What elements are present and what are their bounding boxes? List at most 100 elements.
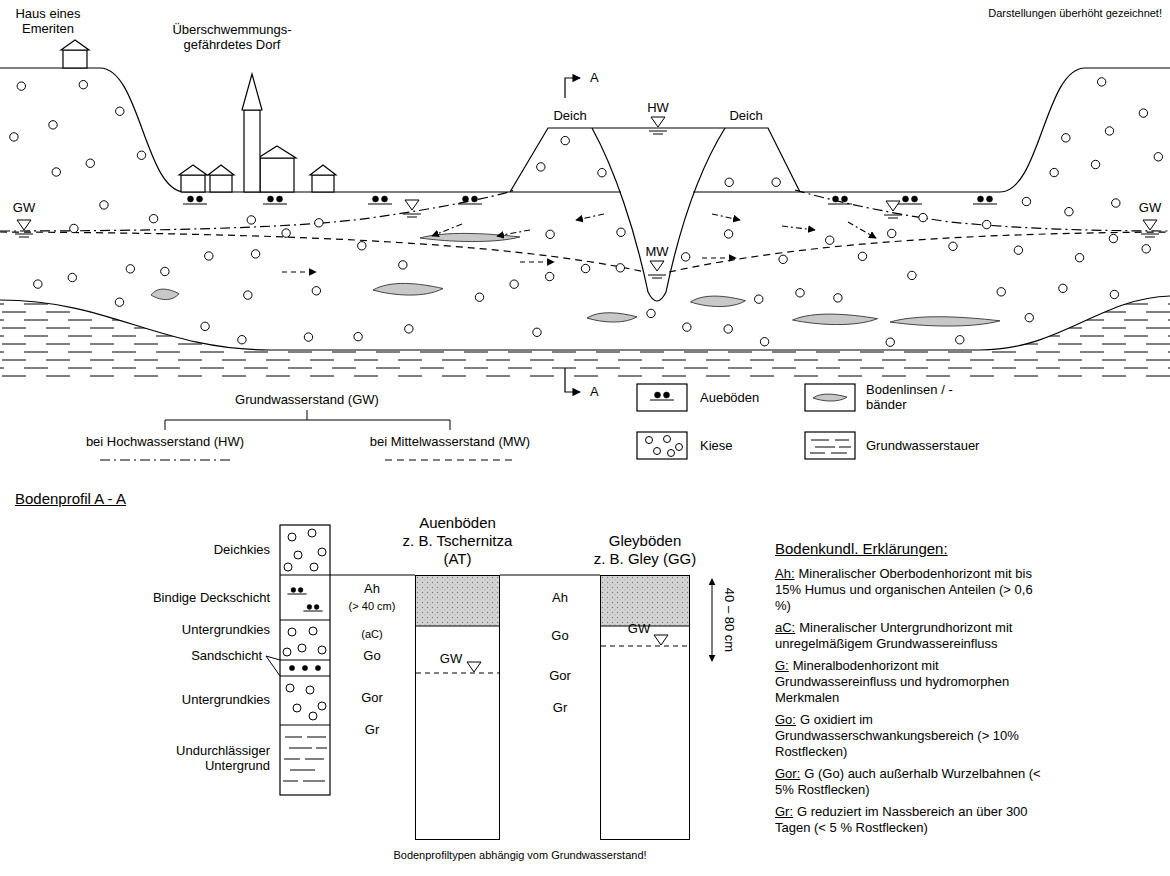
aquitard-hatch-line: [882, 328, 906, 329]
profile-layer-boundary: [280, 725, 330, 726]
aquitard-hatch-line: [310, 312, 334, 313]
gravel-circle: [286, 684, 294, 692]
gravel-circle: [1154, 153, 1162, 161]
gravel-circle: [306, 686, 314, 694]
gravel-circle: [772, 178, 780, 186]
soil-dot: [463, 196, 469, 202]
depth-dimension: 40 – 80 cm: [722, 588, 737, 652]
section-line-marker: [565, 78, 580, 98]
profile-layer-boundary: [280, 575, 330, 576]
aquitard-hatch-line: [307, 737, 326, 738]
aquitard-hatch-line: [508, 304, 532, 305]
aquitard-hatch-line: [1058, 376, 1082, 377]
aquitard-hatch-line: [728, 320, 752, 321]
gravel-circle: [1091, 160, 1099, 168]
soil-dot: [987, 196, 993, 202]
aquitard-hatch-line: [288, 304, 312, 305]
aquitard-hatch-line: [1146, 376, 1170, 377]
soil-symbol-line: [263, 204, 287, 205]
aquitard-hatch-line: [508, 336, 532, 337]
layer-label: Untergrundkies: [182, 622, 270, 637]
aquitard-hatch-line: [1146, 360, 1170, 361]
aquitard-hatch-line: [486, 328, 510, 329]
aquitard-hatch-line: [1102, 360, 1126, 361]
gravel-circle: [724, 325, 732, 333]
aquitard-hatch-line: [970, 312, 994, 313]
gravel-circle: [956, 336, 964, 344]
soil-profile-box: Auenbödenz. B. Tschernitza (AT)GW: [415, 575, 500, 840]
soil-symbol-line: [828, 204, 852, 205]
aquitard-hatch-line: [68, 320, 92, 321]
soil-lens: [151, 289, 179, 299]
floodplain-soil-symbol: [898, 196, 922, 204]
aquitard-hatch-line: [706, 376, 730, 377]
legend-label: Aueböden: [700, 390, 759, 405]
aquitard-hatch-line: [618, 344, 642, 345]
gravel-circle: [683, 323, 691, 331]
aquitard-hatch-line: [552, 368, 576, 369]
gravel-circle: [309, 627, 317, 635]
gravel-circle: [68, 273, 76, 281]
soil-dot: [842, 196, 848, 202]
gravel-circle: [1139, 109, 1147, 117]
gravel-circle: [510, 280, 518, 288]
aquitard-hatch-line: [662, 360, 686, 361]
gravel-circle: [298, 644, 306, 652]
aquitard-hatch-line: [706, 344, 730, 345]
aquitard-hatch-line: [1168, 368, 1170, 369]
aquitard-hatch-line: [1058, 360, 1082, 361]
depth-dimension-arrow: [712, 579, 713, 661]
gravel-circle: [115, 298, 123, 306]
aquitard-hatch-line: [486, 360, 510, 361]
flood-water-level: [592, 127, 725, 128]
aquitard-hatch-line: [992, 368, 1016, 369]
aquitard-hatch-line: [442, 360, 466, 361]
legend-label: Bodenlinsen / -bänder: [866, 382, 961, 412]
aquitard-hatch-line: [354, 376, 378, 377]
water-level-line: [1141, 234, 1159, 235]
aquitard-hatch-line: [640, 336, 664, 337]
aquitard-hatch-line: [552, 352, 576, 353]
aquitard-hatch-line: [552, 336, 576, 337]
aquitard-hatch-line: [68, 336, 92, 337]
explanation-text: Mineralbodenhorizont mit Grundwassereinf…: [775, 658, 1009, 705]
gravel-circle: [598, 169, 606, 177]
aquitard-hatch-line: [46, 344, 70, 345]
aquitard-hatch-line: [244, 368, 268, 369]
soil-dot: [833, 196, 839, 202]
aquitard-hatch-line: [156, 320, 180, 321]
soil-dot: [197, 196, 203, 202]
aquitard-hatch-line: [1080, 304, 1104, 305]
aquitard-hatch-line: [926, 360, 950, 361]
aquitard-hatch-line: [640, 304, 664, 305]
house-roof: [61, 40, 89, 50]
church-tower: [244, 110, 260, 192]
house-icon: [61, 40, 89, 68]
horizon-label: Gr: [365, 722, 379, 737]
soil-dot: [188, 196, 194, 202]
aquitard-hatch-line: [244, 304, 268, 305]
aquitard-hatch-line: [0, 368, 4, 369]
aquitard-hatch-line: [1168, 352, 1170, 353]
aquitard-hatch-line: [618, 312, 642, 313]
aquitard-hatch-line: [266, 328, 290, 329]
water-level-triangle: [467, 662, 481, 672]
soil-dot: [978, 196, 984, 202]
explanation-entry: Gor:G (Go) auch außerhalb Wurzelbahnen (…: [775, 766, 1045, 798]
groundwater-flow-arrow: [576, 214, 604, 220]
aquitard-hatch-line: [684, 336, 708, 337]
gravel-circle: [1110, 290, 1118, 298]
aquitard-hatch-line: [376, 352, 400, 353]
gravel-circle: [205, 252, 213, 260]
aquitard-hatch-line: [970, 376, 994, 377]
water-level-label: MW: [645, 244, 668, 259]
explanation-entry: Gr:G reduziert im Nassbereich an über 30…: [775, 804, 1045, 836]
horizon-label: Ah: [552, 590, 568, 605]
gravel-circle: [546, 230, 554, 238]
aquitard-hatch-line: [838, 312, 862, 313]
soil-symbol-line: [368, 204, 392, 205]
aquitard-hatch-line: [794, 312, 818, 313]
profile-fill: [416, 576, 499, 839]
aquitard-hatch-line: [1036, 368, 1060, 369]
